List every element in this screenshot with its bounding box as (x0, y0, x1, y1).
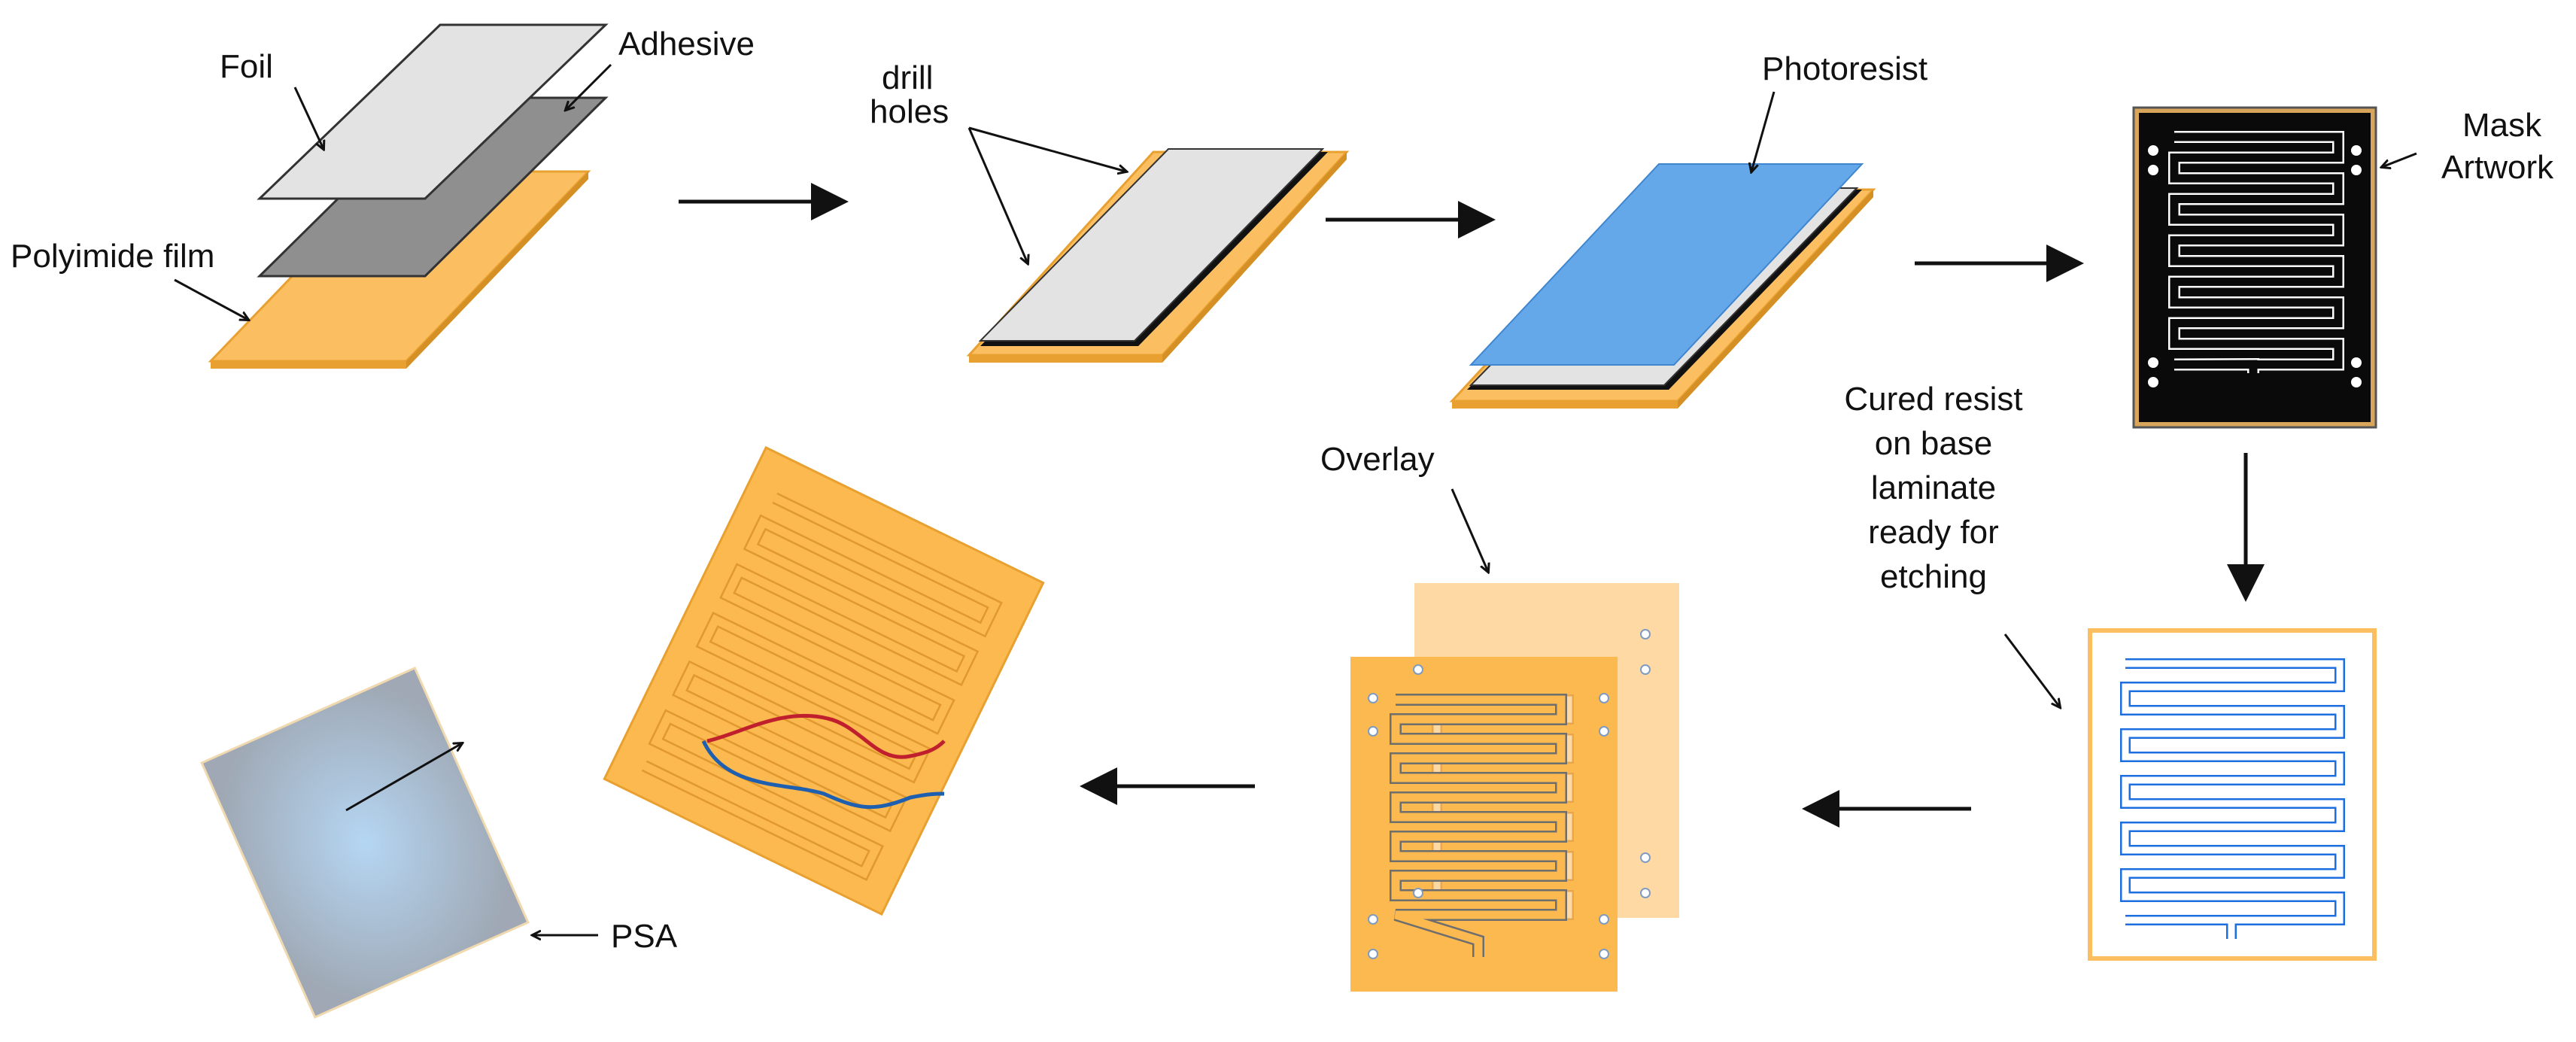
cured-label-line5: etching (1880, 558, 1987, 595)
drill-label-line1: drill (882, 59, 933, 96)
blue-lead-wire (701, 740, 945, 810)
registration-hole (1640, 852, 1651, 863)
heater-circuit-trace (641, 492, 1003, 881)
cured-label-line4: ready for (1868, 514, 1999, 551)
registration-hole (2148, 377, 2158, 387)
trace-path-inner (642, 494, 1001, 879)
registration-hole (2351, 357, 2362, 368)
step6-overlay: Overlay (1320, 441, 1679, 992)
registration-hole (2351, 165, 2362, 175)
cured-label-line1: Cured resist (1844, 381, 2022, 418)
trace-path-inner (2170, 132, 2343, 373)
registration-hole (2148, 165, 2158, 175)
registration-hole (1368, 914, 1378, 925)
registration-hole (1368, 693, 1378, 703)
foil-label: Foil (220, 48, 273, 85)
step1-layer-stack: Foil Adhesive Polyimide film (11, 23, 755, 369)
registration-hole (1599, 726, 1609, 737)
registration-hole (2351, 145, 2362, 156)
overlay-registration-holes (1368, 629, 1651, 959)
registration-hole (1599, 914, 1609, 925)
psa-label: PSA (611, 918, 678, 955)
trace-path-inner (2122, 660, 2344, 939)
step2-drill-holes: drill holes (870, 59, 1350, 363)
foil-on-substrate (978, 148, 1325, 342)
cured-resist-trace (2120, 658, 2345, 939)
registration-hole (1640, 664, 1651, 675)
red-lead-wire (706, 713, 946, 759)
registration-hole (1413, 888, 1423, 898)
registration-hole (1640, 888, 1651, 898)
psa-to-board-arrow (345, 743, 462, 812)
mask-serpentine-trace (2168, 131, 2344, 373)
overlay-label: Overlay (1320, 441, 1435, 478)
mask-label-line2: Artwork (2441, 149, 2554, 186)
step7-finished-heater: PSA (200, 445, 1045, 1019)
registration-hole (2351, 377, 2362, 387)
mask-registration-holes (2148, 145, 2362, 387)
step3-photoresist: Photoresist (1449, 50, 1927, 409)
adhesive-label: Adhesive (618, 26, 755, 62)
step4-mask-artwork: Mask Artwork (2132, 106, 2554, 429)
registration-hole (1413, 664, 1423, 675)
polyimide-film-label: Polyimide film (11, 238, 214, 275)
registration-hole (1599, 693, 1609, 703)
registration-hole (1640, 629, 1651, 639)
registration-hole (1368, 949, 1378, 959)
registration-hole (1368, 726, 1378, 737)
registration-hole (1599, 949, 1609, 959)
etched-circuit-trace (1390, 694, 1574, 957)
trace-path-inner (1391, 695, 1566, 957)
drill-label-line2: holes (870, 93, 949, 130)
cured-label-line3: laminate (1871, 469, 1996, 506)
psa-sheet (200, 666, 530, 1019)
photoresist-label: Photoresist (1762, 50, 1927, 87)
mask-label-line1: Mask (2462, 107, 2542, 144)
cured-resist-laminate (2088, 628, 2377, 961)
foil-layer (257, 23, 609, 200)
registration-hole (2148, 145, 2158, 156)
cured-label-line2: on base (1875, 425, 1993, 462)
step5-cured-resist: Cured resist on base laminate ready for … (1844, 381, 2377, 961)
registration-hole (2148, 357, 2158, 368)
photoresist-layer (1469, 163, 1864, 366)
